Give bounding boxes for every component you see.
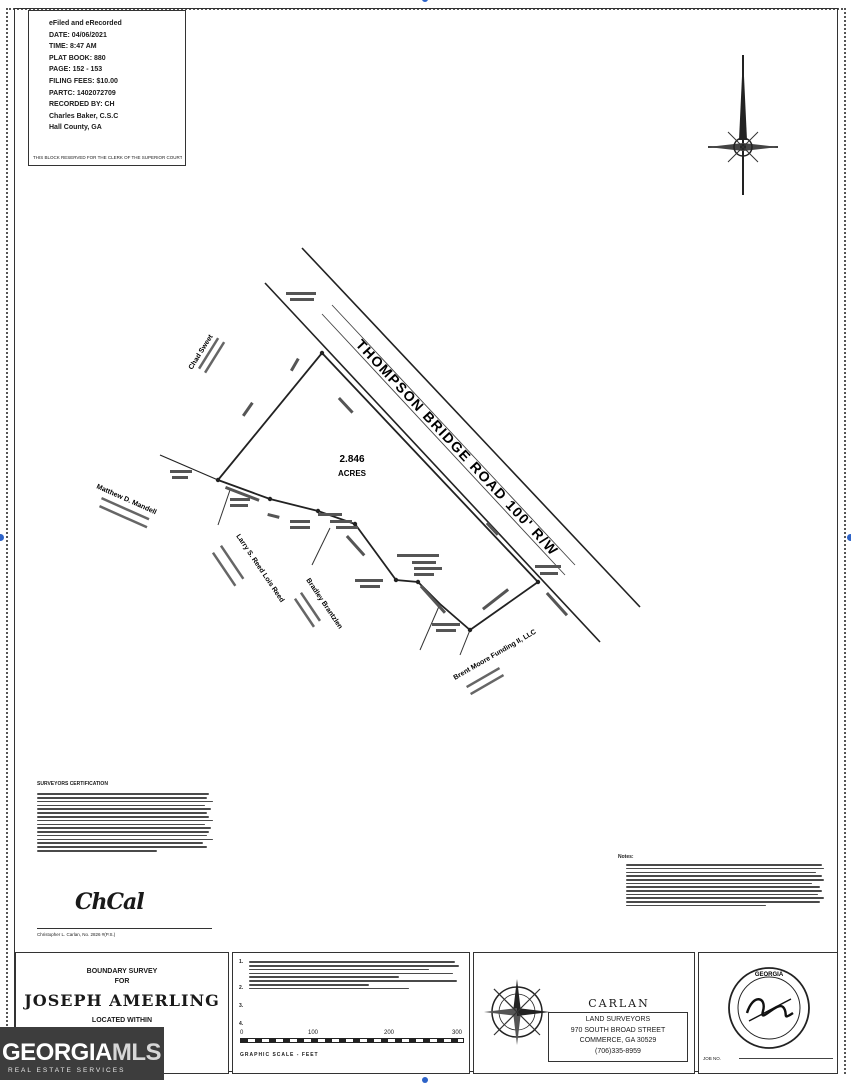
stamp-line: PAGE: 152 - 153 [49,66,103,74]
edge-handle-bottom[interactable] [422,1077,428,1083]
stamp-line: eFiled and eRecorded [49,20,122,27]
general-notes: Notes: [618,854,828,945]
certification-heading: SURVEYORS CERTIFICATION [37,781,108,787]
job-number: JOB NO. [703,1056,722,1061]
notes-heading: Notes: [618,854,634,860]
stamp-line: PARTC: 1402072709 [49,89,116,97]
area-unit: ACRES [338,469,367,478]
survey-sheet [6,8,846,1074]
north-arrow-icon [708,55,778,195]
edge-handle-left[interactable] [0,534,4,541]
located-within: LOCATED WITHIN [91,1017,153,1024]
georgia-mls-logo: GEORGIAMLS REAL ESTATE SERVICES [0,1027,164,1080]
title-block-firm: CARLAN LAND SURVEYORS 970 SOUTH BROAD ST… [473,952,695,1074]
edge-handle-right[interactable] [847,534,851,541]
stamp-line: PLAT BOOK: 880 [49,54,106,62]
firm-address: LAND SURVEYORS 970 SOUTH BROAD STREET CO… [548,1012,688,1062]
stamp-line: TIME: 8:47 AM [49,43,97,51]
logo-tagline: REAL ESTATE SERVICES [8,1067,126,1074]
compass-rose-icon [484,979,550,1045]
edge-handle-top[interactable] [422,0,428,2]
stamp-line: Hall County, GA [49,124,102,132]
logo-brand-b: MLS [111,1039,162,1066]
surveyor-seal: GEORGIA [728,967,810,1049]
owner-label: Brent Moore Funding II, LLC [453,629,538,682]
title-block-seal: GEORGIA JOB NO. [698,952,838,1074]
survey-for: FOR [114,978,130,985]
stamp-reserved-note: THIS BLOCK RESERVED FOR THE CLERK OF THE… [33,155,183,160]
graphic-scale: 0 100 200 300 GRAPHIC SCALE - FEET [240,1030,464,1058]
stamp-line: FILING FEES: $10.00 [49,77,118,85]
title-block-survey-notes: 1. 2. 3. 4. [232,952,470,1074]
surveyor-signature: ChCal [75,889,145,915]
seal-caption: GEORGIA [755,972,784,978]
logo-brand-a: GEORGIA [2,1039,112,1066]
boundary-calls [170,292,569,632]
parcel-boundary [159,350,541,656]
owner-label: Larry S. Reed Lois Reed [234,533,285,604]
recording-stamp: eFiled and eRecorded DATE: 04/06/2021 TI… [28,10,186,166]
stamp-line: Charles Baker, C.S.C [49,112,119,120]
client-name: JOSEPH AMERLING [24,991,220,1010]
stamp-line: DATE: 04/06/2021 [49,31,107,39]
firm-name: CARLAN [588,997,650,1010]
survey-type: BOUNDARY SURVEY [86,968,158,975]
road-label: THOMPSON BRIDGE ROAD 100' R/W [353,336,562,559]
scale-bar [240,1038,464,1043]
area-value: 2.846 [339,454,364,465]
road-right-of-way [264,247,641,643]
surveyor-certification: SURVEYORS CERTIFICATION ChCal Christophe… [37,781,215,942]
stamp-line: RECORDED BY: CH [49,101,115,109]
scale-caption: GRAPHIC SCALE - FEET [240,1052,319,1058]
surveyor-name: Christopher L. Carlan, No. 2826 #(P.S.) [37,932,116,937]
